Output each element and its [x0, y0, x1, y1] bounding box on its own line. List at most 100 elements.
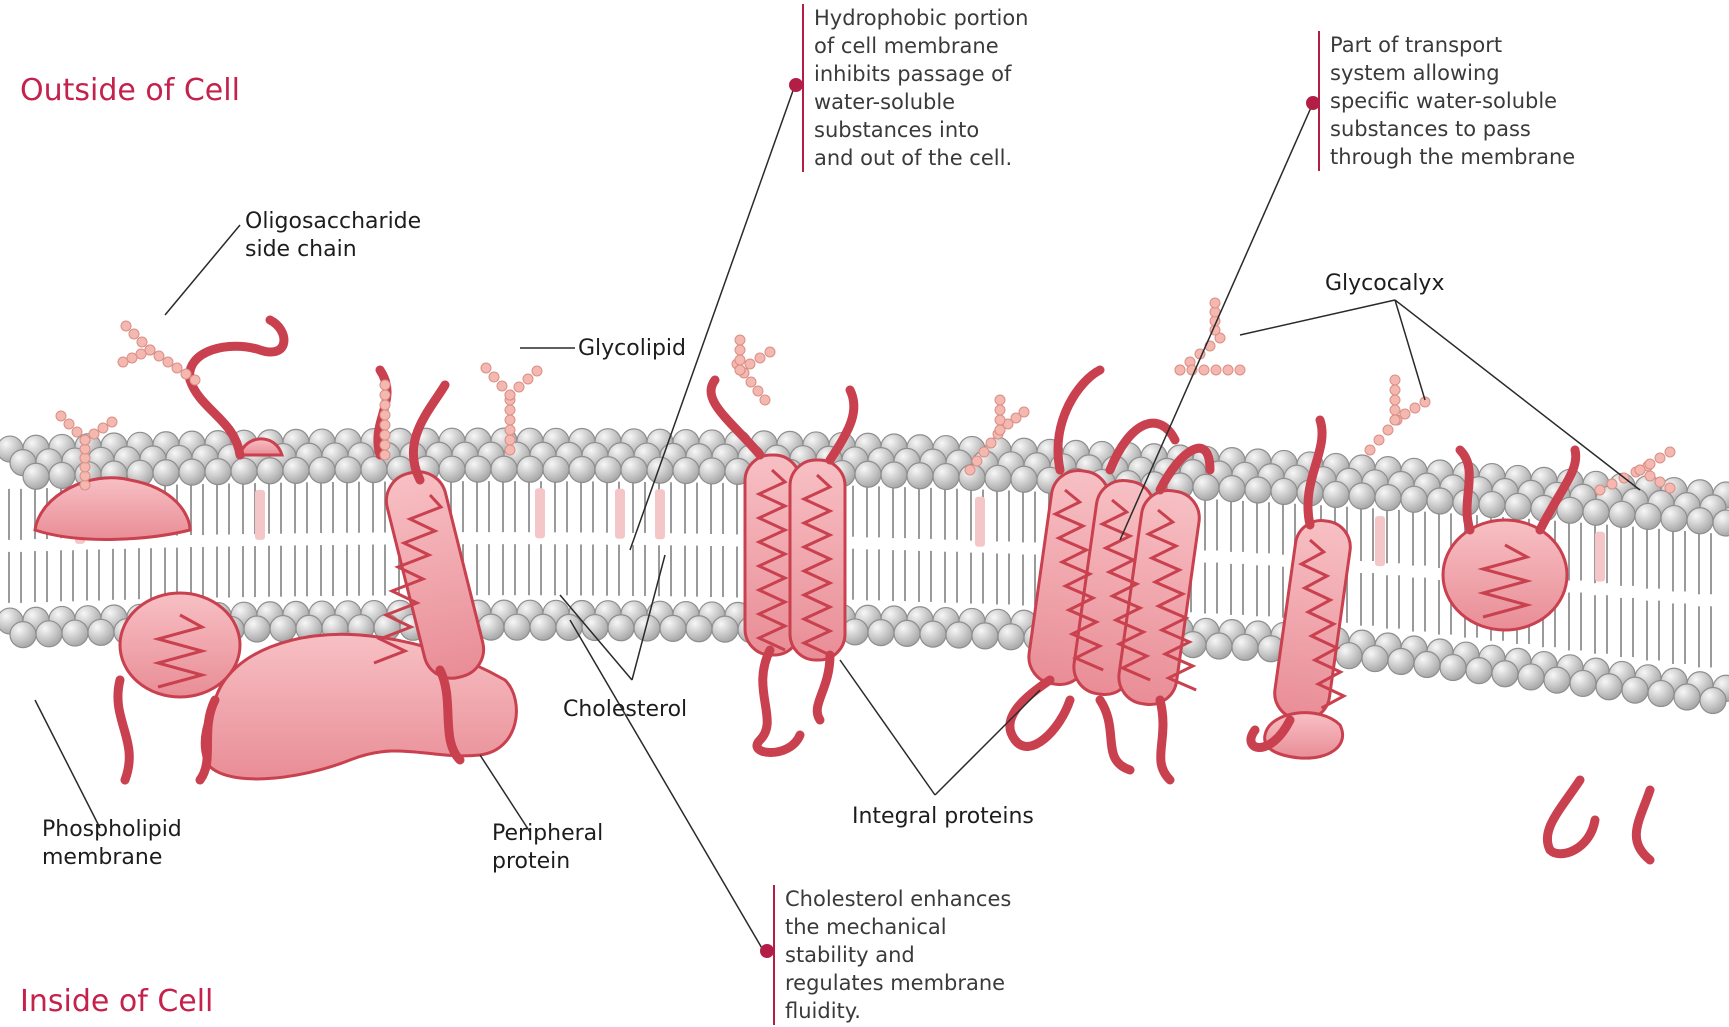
- cholesterol-molecule: [655, 489, 665, 539]
- sugar-residue: [1645, 471, 1655, 481]
- cholesterol-molecule: [1375, 516, 1385, 566]
- sugar-residue: [1655, 453, 1665, 463]
- phospholipid-head: [335, 457, 361, 483]
- phospholipid-head: [10, 622, 36, 648]
- phospholipid-head: [153, 460, 179, 486]
- phospholipid-head: [946, 622, 972, 648]
- leader-glycocalyx-1: [1240, 300, 1395, 335]
- phospholipid-head: [868, 620, 894, 646]
- phospholipid-head: [88, 619, 114, 645]
- phospholipid-head: [712, 616, 738, 642]
- sugar-residue: [1390, 375, 1400, 385]
- sugar-residue: [1390, 385, 1400, 395]
- phospholipid-head: [1440, 655, 1466, 681]
- leader-chol-note: [570, 620, 763, 950]
- sugar-residue: [1390, 415, 1400, 425]
- cholesterol-note-line2: the mechanical: [785, 913, 1011, 941]
- transport-note-marker: [1306, 96, 1320, 110]
- phospholipid-head: [62, 620, 88, 646]
- phospholipid-head: [244, 616, 270, 642]
- cholesterol-molecule: [255, 490, 265, 540]
- oligosaccharide-label: Oligosaccharide side chain: [245, 208, 421, 264]
- sugar-residue: [995, 415, 1005, 425]
- sugar-residue: [154, 351, 164, 361]
- sugar-residue: [380, 380, 390, 390]
- phospholipid-head: [270, 616, 296, 642]
- sugar-residue: [107, 417, 117, 427]
- sugar-residue: [1400, 409, 1410, 419]
- phospholipid-head: [1466, 658, 1492, 684]
- hydrophobic-note-line3: inhibits passage of: [814, 60, 1028, 88]
- sugar-residue: [1211, 365, 1221, 375]
- phospholipid-head: [1401, 486, 1427, 512]
- phospholipid-head: [855, 461, 881, 487]
- phospholipid-head: [1635, 503, 1661, 529]
- hydrophobic-note-line1: Hydrophobic portion: [814, 4, 1028, 32]
- sugar-residue: [1390, 395, 1400, 405]
- phospholipid-head: [361, 457, 387, 483]
- sugar-residue: [489, 372, 499, 382]
- sugar-residue: [1383, 425, 1393, 435]
- sugar-residue: [735, 365, 745, 375]
- sugar-residue: [1607, 479, 1617, 489]
- phospholipid-head: [205, 459, 231, 485]
- inside-of-cell-label: Inside of Cell: [20, 984, 213, 1019]
- integral-proteins-label: Integral proteins: [852, 803, 1034, 831]
- sugar-residue: [995, 425, 1005, 435]
- phospholipid-head: [907, 463, 933, 489]
- sugar-residue: [1390, 405, 1400, 415]
- phospholipid-head: [1349, 483, 1375, 509]
- phospholipid-head: [920, 621, 946, 647]
- sugar-residue: [380, 400, 390, 410]
- leader-integral-1: [840, 660, 935, 795]
- cholesterol-molecule: [1595, 532, 1605, 582]
- sugar-residue: [986, 438, 996, 448]
- phospholipid-head: [894, 620, 920, 646]
- phospholipid-membrane-label: Phospholipid membrane: [42, 816, 182, 872]
- sugar-residue: [753, 386, 763, 396]
- sugar-residue: [1199, 365, 1209, 375]
- phospholipid-head: [1362, 646, 1388, 672]
- cholesterol-molecule: [615, 489, 625, 539]
- sugar-residue: [995, 405, 1005, 415]
- phospholipid-head: [36, 621, 62, 647]
- phospholipid-head: [608, 615, 634, 641]
- sugar-residue: [380, 410, 390, 420]
- phospholipid-head: [439, 456, 465, 482]
- sugar-residue: [505, 405, 515, 415]
- phospholipid-head: [504, 614, 530, 640]
- phospholipid-head: [621, 457, 647, 483]
- sugar-residue: [1223, 365, 1233, 375]
- cholesterol-note-line5: fluidity.: [785, 997, 1011, 1025]
- sugar-residue: [481, 363, 491, 373]
- sugar-residue: [532, 366, 542, 376]
- sugar-residue: [129, 329, 139, 339]
- phospholipid-label-line2: membrane: [42, 844, 182, 872]
- phospholipid-head: [1414, 652, 1440, 678]
- phospholipid-head: [465, 456, 491, 482]
- phospholipid-head: [1492, 661, 1518, 687]
- sugar-residue: [735, 355, 745, 365]
- phospholipid-head: [257, 458, 283, 484]
- sugar-residue: [64, 419, 74, 429]
- sugar-residue: [979, 447, 989, 457]
- cholesterol-note-line3: stability and: [785, 941, 1011, 969]
- phospholipid-head: [1570, 670, 1596, 696]
- sugar-residue: [735, 335, 745, 345]
- phospholipid-head: [1583, 499, 1609, 525]
- phospholipid-head: [1609, 501, 1635, 527]
- phospholipid-head: [1323, 481, 1349, 507]
- sugar-residue: [380, 420, 390, 430]
- cholesterol-note-marker: [760, 944, 774, 958]
- peripheral-label-line2: protein: [492, 848, 603, 876]
- phospholipid-head: [647, 457, 673, 483]
- phospholipid-head: [1245, 477, 1271, 503]
- sugar-residue: [735, 345, 745, 355]
- sugar-residue: [1665, 483, 1675, 493]
- leader-glycocalyx-2: [1395, 300, 1425, 400]
- cholesterol-note: Cholesterol enhances the mechanical stab…: [773, 885, 1011, 1025]
- transport-note-line2: system allowing: [1330, 59, 1575, 87]
- hydrophobic-note-line6: and out of the cell.: [814, 144, 1028, 172]
- phospholipid-head: [179, 459, 205, 485]
- cholesterol-label: Cholesterol: [563, 696, 687, 724]
